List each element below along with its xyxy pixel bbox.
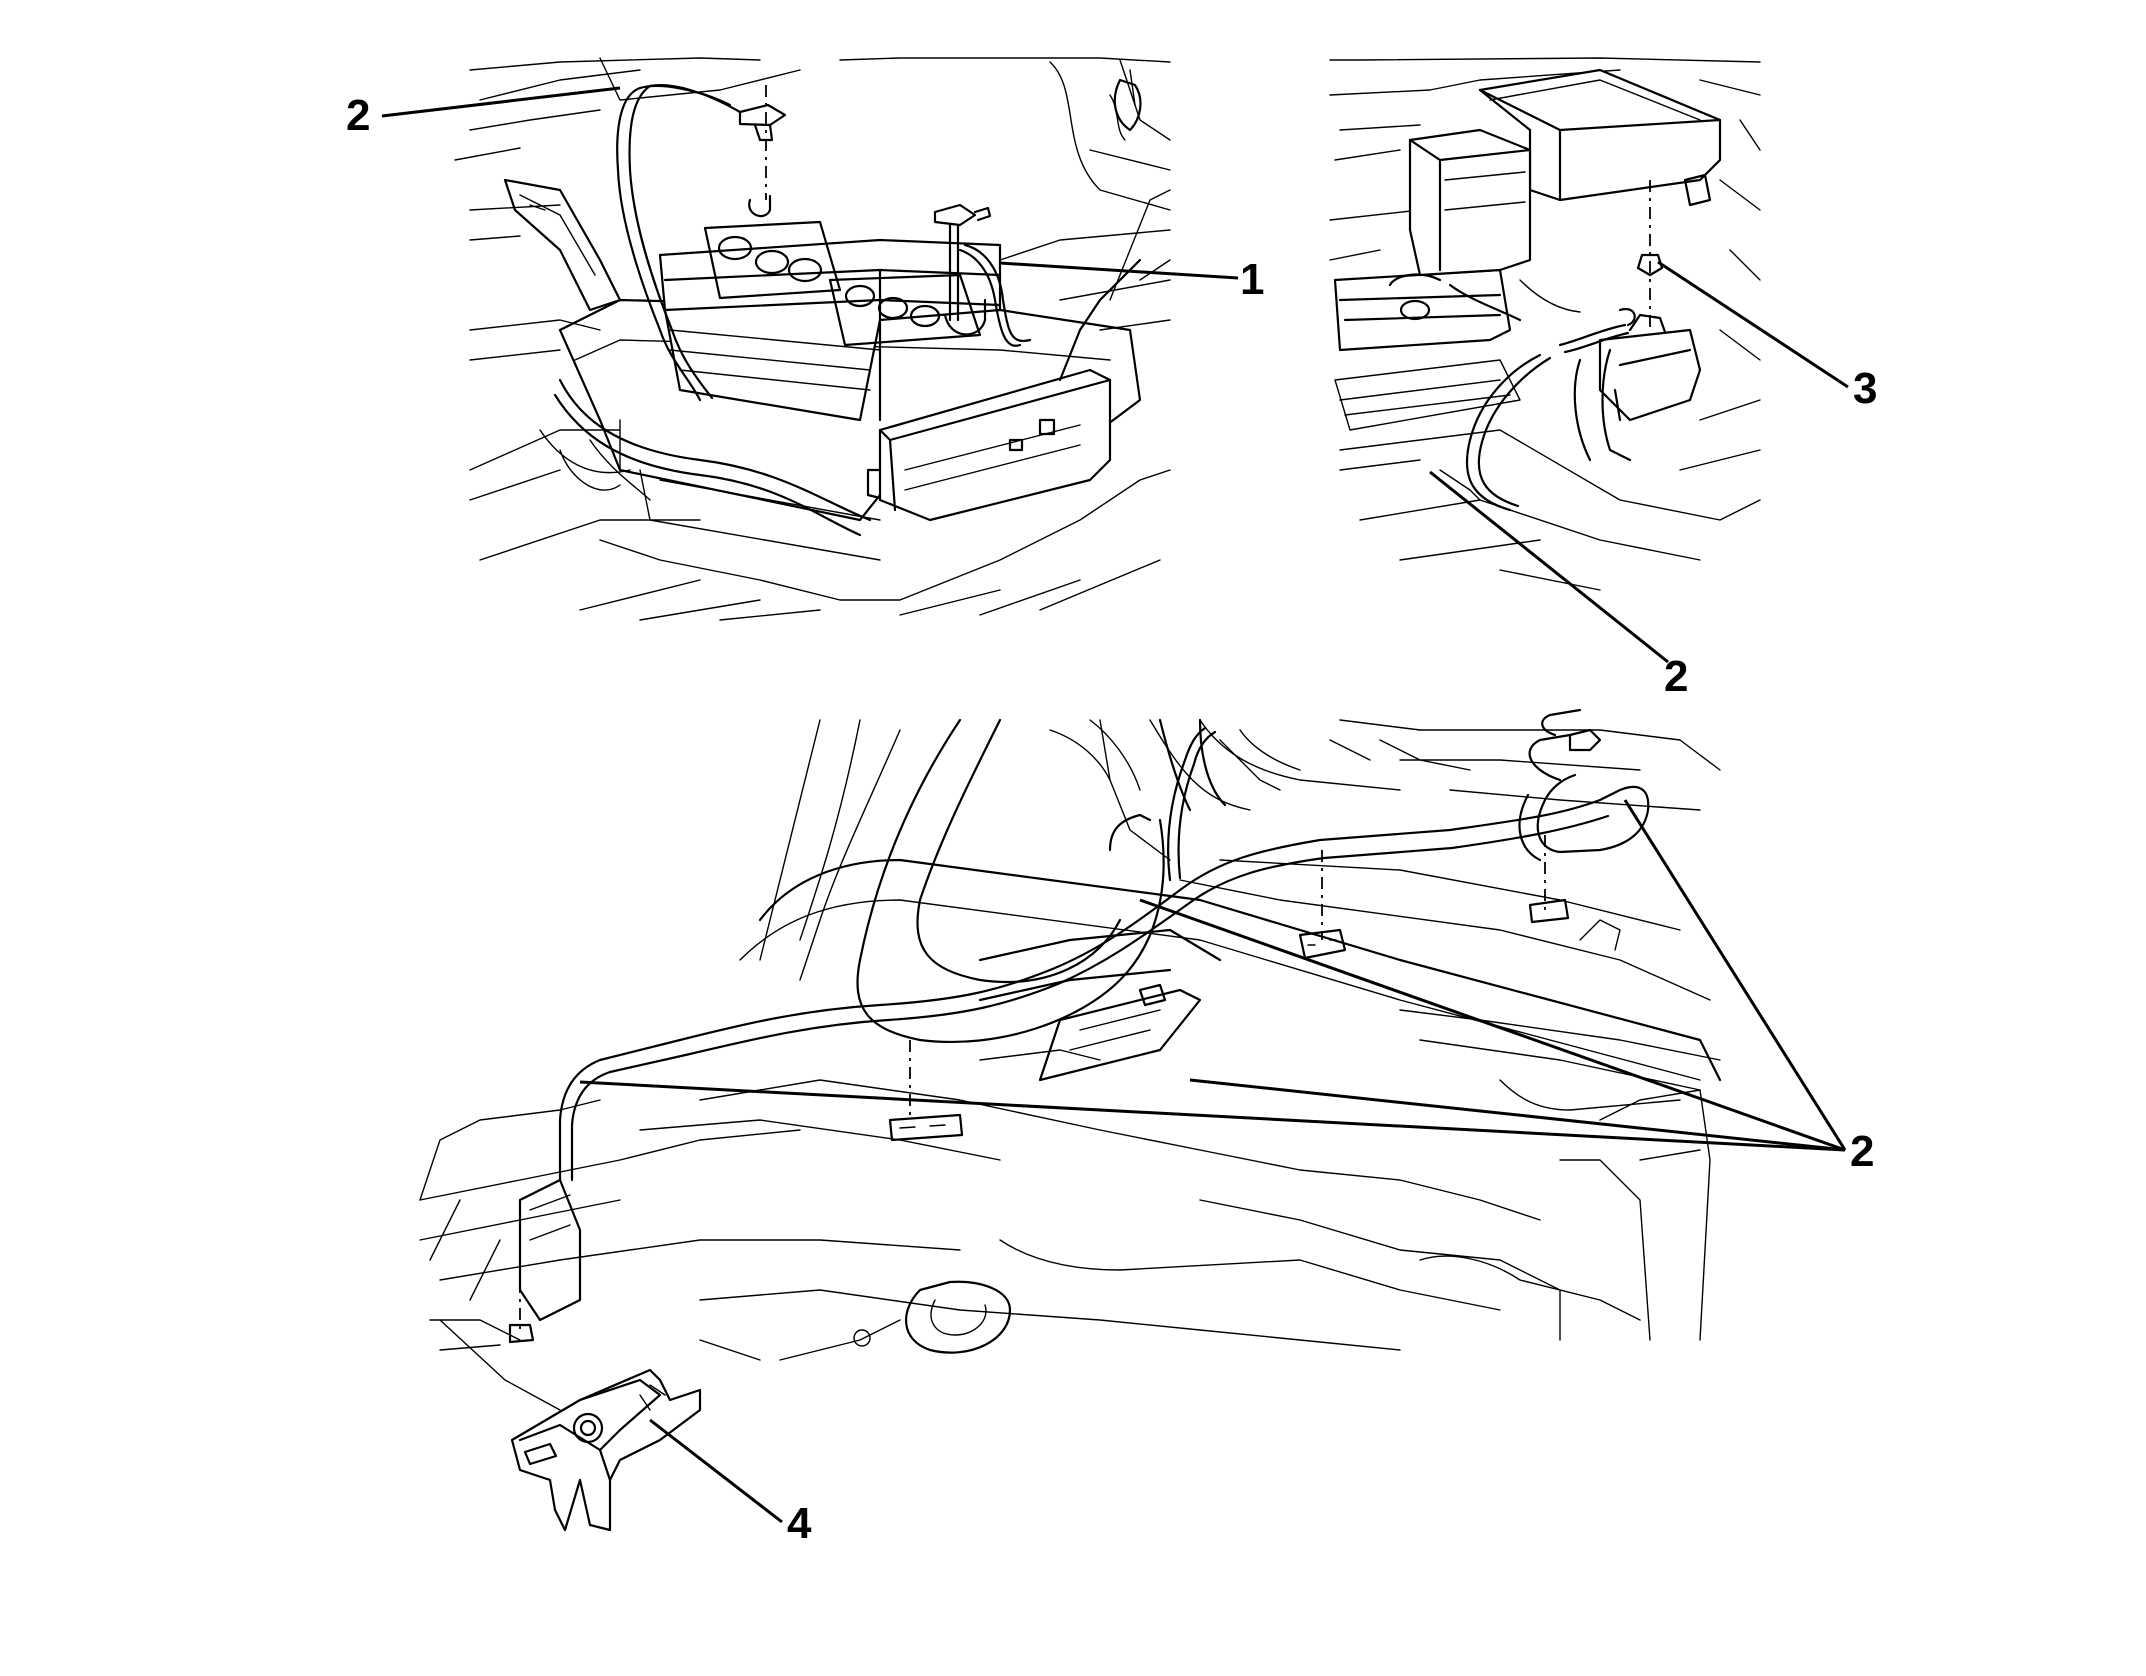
battery-compartment-view: [454, 57, 1171, 621]
callout-2-stud-view: 2: [1664, 652, 1689, 701]
callout-1: 1: [1240, 255, 1265, 304]
leader-lines: [381, 86, 1849, 1524]
callout-3: 3: [1853, 364, 1878, 413]
callout-2-battery-view: 2: [346, 91, 371, 140]
callout-2-underbody-view: 2: [1850, 1127, 1875, 1176]
callout-4: 4: [787, 1499, 812, 1548]
underbody-routing-view: [419, 708, 1722, 1361]
bracket-part-4: [439, 1319, 702, 1532]
ground-stud-view: [1329, 57, 1761, 591]
